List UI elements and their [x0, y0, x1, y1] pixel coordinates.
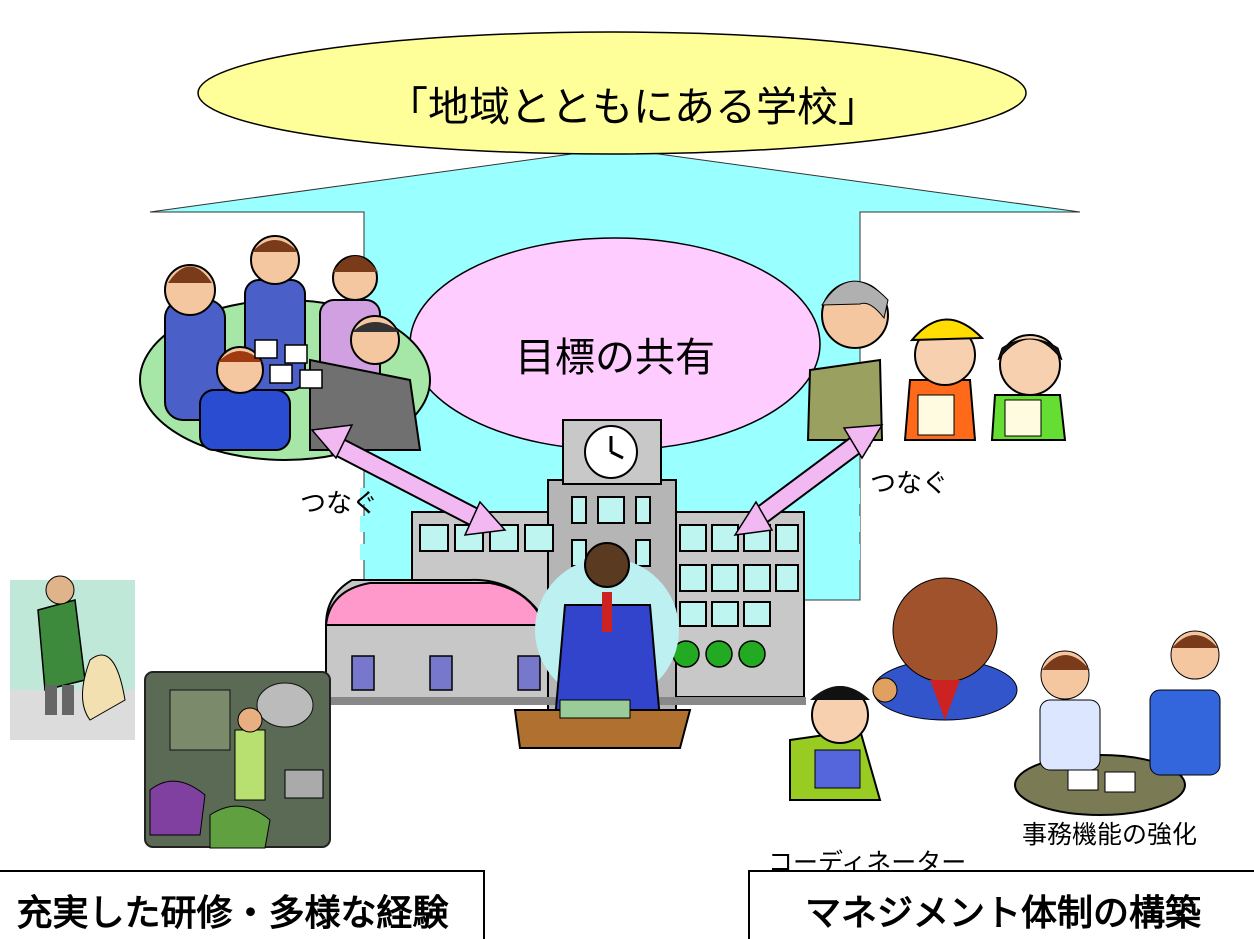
meeting-group-image [139, 235, 431, 461]
training-scene-image [144, 671, 331, 849]
principal-figure [513, 542, 692, 749]
office-function-caption: 事務機能の強化 [1022, 820, 1198, 849]
diagram-title: 「地域とともにある学校」 [387, 83, 879, 131]
center-goal-label: 目標の共有 [515, 335, 715, 381]
volunteer-worker-image [10, 575, 135, 740]
title-ellipse [197, 31, 1027, 155]
link-arrow-right [733, 424, 884, 536]
management-system-box: マネジメント体制の構築 [748, 870, 1254, 939]
coordinator-image [789, 577, 1018, 801]
link-arrow-left [310, 424, 507, 536]
office-meeting-image [1014, 630, 1221, 816]
connect-label-left: つなぐ [300, 489, 379, 519]
elder-and-children-image [806, 280, 1067, 441]
connect-label-right: つなぐ [870, 469, 949, 499]
training-experience-box: 充実した研修・多様な経験 [0, 870, 485, 939]
